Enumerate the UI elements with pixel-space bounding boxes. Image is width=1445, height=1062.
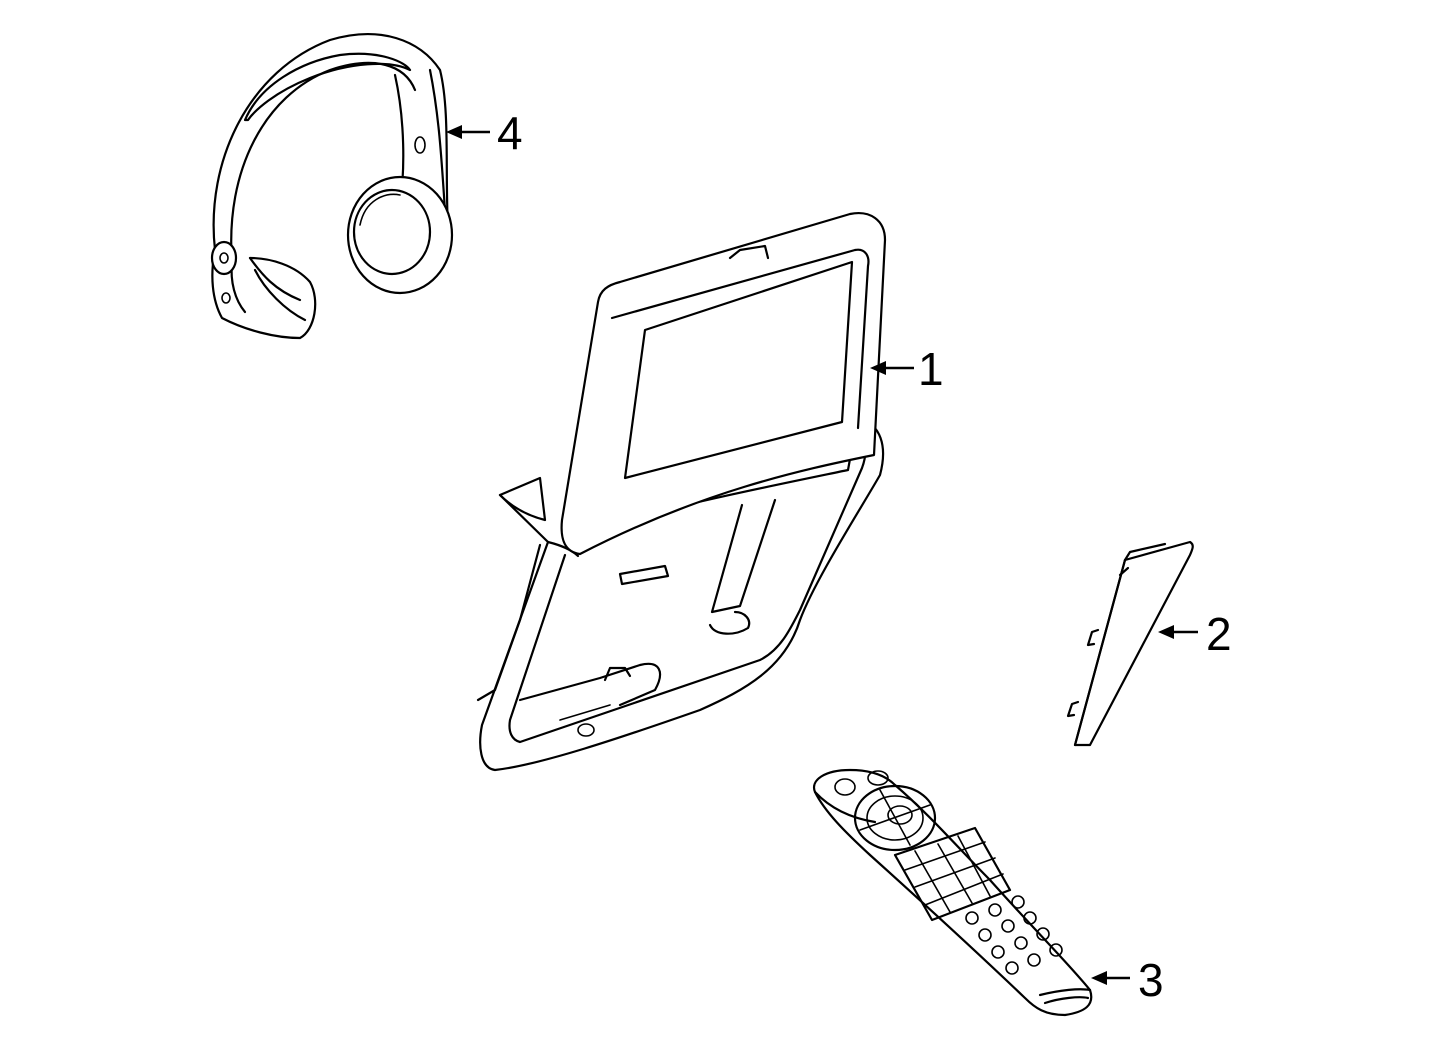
cover-part: 2 (1066, 540, 1232, 747)
remote-keypad (965, 895, 1063, 975)
remote-part: 3 (812, 768, 1164, 1017)
callout-2-number: 2 (1206, 608, 1232, 660)
callout-1-number: 1 (918, 343, 944, 395)
callout-4-number: 4 (497, 107, 523, 159)
headphones-part: 4 (210, 33, 523, 340)
monitor-part: 1 (476, 212, 944, 772)
callout-3-number: 3 (1138, 954, 1164, 1006)
